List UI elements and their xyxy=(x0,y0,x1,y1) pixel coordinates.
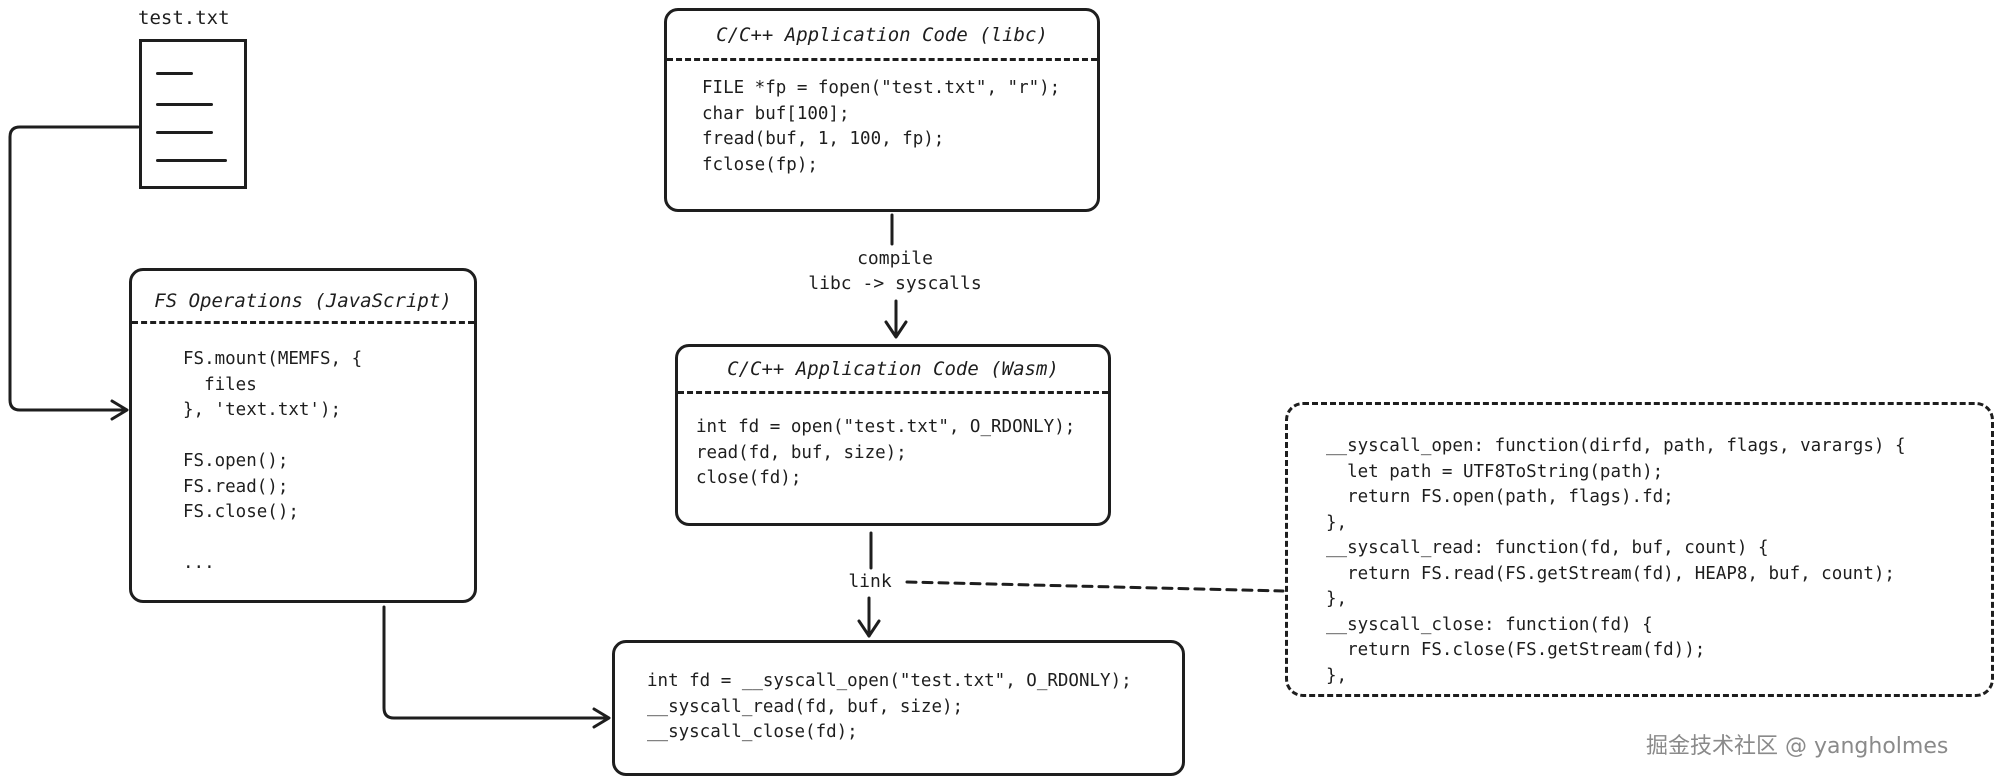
app-code-wasm-title: C/C++ Application Code (Wasm) xyxy=(727,358,1059,380)
fs-to-syscalls-arrow xyxy=(382,605,610,720)
link-arrowhead xyxy=(857,619,881,638)
syscall-impl-code: __syscall_open: function(dirfd, path, fl… xyxy=(1326,436,1906,686)
app-code-wasm-box: C/C++ Application Code (Wasm) int fd = o… xyxy=(675,344,1111,526)
app-code-wasm-divider xyxy=(678,391,1108,394)
fs-operations-code: FS.mount(MEMFS, { files }, 'text.txt'); … xyxy=(183,349,363,573)
syscall-impl-box: __syscall_open: function(dirfd, path, fl… xyxy=(1285,402,1994,697)
app-code-wasm-code: int fd = open("test.txt", O_RDONLY); rea… xyxy=(696,417,1076,488)
syscalls-code: int fd = __syscall_open("test.txt", O_RD… xyxy=(647,671,1132,742)
app-code-libc-box: C/C++ Application Code (libc) FILE *fp =… xyxy=(664,8,1100,212)
file-icon-line xyxy=(156,103,213,106)
app-code-libc-title: C/C++ Application Code (libc) xyxy=(716,24,1048,46)
file-icon-line xyxy=(156,131,213,134)
fs-operations-title: FS Operations (JavaScript) xyxy=(154,290,452,312)
compile-label: compile libc -> syscalls xyxy=(808,248,982,294)
syscalls-box: int fd = __syscall_open("test.txt", O_RD… xyxy=(612,640,1185,776)
file-to-fs-arrowhead xyxy=(110,399,129,421)
link-label: link xyxy=(848,571,892,592)
file-to-fs-arrow xyxy=(8,125,140,412)
watermark: 掘金技术社区 @ yangholmes xyxy=(1646,734,1949,759)
fs-to-syscalls-arrowhead xyxy=(592,707,611,729)
file-icon-line xyxy=(156,72,193,75)
fs-operations-divider xyxy=(132,321,474,324)
app-code-libc-divider xyxy=(667,58,1097,61)
app-code-libc-code: FILE *fp = fopen("test.txt", "r"); char … xyxy=(702,78,1061,175)
link-dashed-connector xyxy=(905,580,1285,593)
compile-arrowhead xyxy=(884,320,908,339)
file-icon xyxy=(139,39,247,189)
file-label: test.txt xyxy=(138,7,230,29)
fs-operations-box: FS Operations (JavaScript) FS.mount(MEMF… xyxy=(129,268,477,603)
file-icon-line xyxy=(156,159,227,162)
